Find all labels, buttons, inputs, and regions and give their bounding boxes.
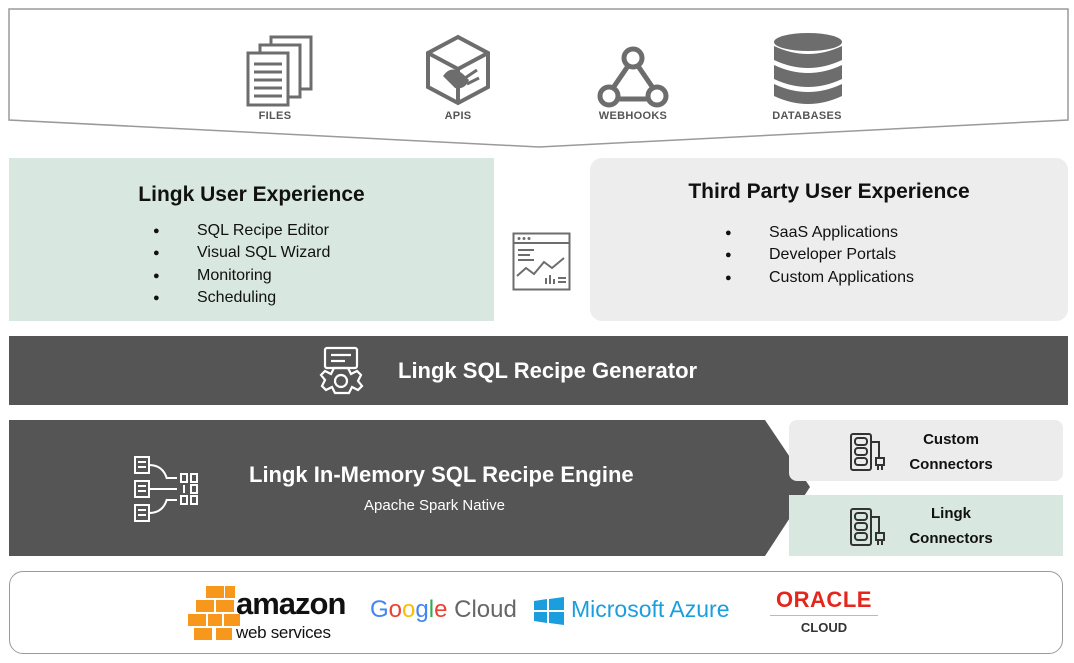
google-letter: G [370,596,389,623]
generator-title: Lingk SQL Recipe Generator [398,358,698,383]
oracle-sub: CLOUD [800,620,848,635]
oracle-divider [770,615,878,616]
connector-label: Lingk Connectors [889,501,1013,551]
lingk-connectors-box: Lingk Connectors [789,495,1063,556]
engine-arrow-shape [9,420,810,556]
oracle-word: ORACLE [776,587,872,612]
list-item: ● Custom Applications [725,267,914,289]
bullet: ● [153,225,160,237]
database-icon [774,33,842,104]
custom-connectors-box: Custom Connectors [789,420,1063,481]
feature-list: ● SaaS Applications ● Developer Portals ● C… [725,222,914,289]
google-letter: g [415,596,429,623]
oracle-cloud-logo: ORACLE CLOUD [762,587,886,637]
item-label: Scheduling [197,289,277,307]
sources-banner [8,8,1069,148]
list-item: ● Developer Portals [725,244,914,266]
plug-icon [850,433,885,471]
microsoft-azure-logo: Microsoft Azure [534,594,754,628]
item-label: Custom Applications [769,268,914,286]
bullet: ● [153,269,160,282]
source-apis: APIS [398,0,518,130]
connector-label-line: Connectors [909,456,993,473]
aws-logo: amazon web services [188,582,358,646]
engine-title: Lingk In-Memory SQL Recipe Engine [249,462,634,487]
aws-word: amazon [236,586,346,621]
source-label: APIS [444,110,472,122]
list-item: ● Visual SQL Wizard [153,242,331,264]
webhook-icon [597,46,669,108]
google-letter: o [402,596,416,623]
cloud-providers-box: amazon web services Google Cloud Microso… [9,571,1063,654]
bullet: ● [153,292,160,305]
windows-icon [534,597,564,625]
engine-subtitle: Apache Spark Native [364,497,505,514]
list-item: ● Scheduling [153,287,330,309]
source-label: FILES [258,110,292,122]
connector-label-line: Lingk [931,505,971,522]
files-icon [246,35,313,107]
item-label: SaaS Applications [769,224,898,241]
item-label: Developer Portals [769,246,897,264]
data-flow-icon [134,456,198,522]
lingk-user-experience-panel: Lingk User Experience ● SQL Recipe Editor… [9,158,494,321]
google-letter: o [388,596,403,623]
google-letter: e [434,596,448,623]
bullet: ● [153,247,160,260]
plug-icon [850,508,885,546]
source-databases: DATABASES [747,0,867,130]
google-cloud-word: Cloud [454,596,517,623]
aws-cubes-icon [188,586,240,640]
item-label: Monitoring [197,266,272,284]
gear-document-icon [319,346,364,395]
third-party-user-experience-panel: Third Party User Experience ● SaaS Applic… [590,158,1068,321]
list-item: ● SQL Recipe Editor [153,220,330,242]
recipe-generator-band: Lingk SQL Recipe Generator [9,336,1068,405]
bullet: ● [725,249,732,262]
source-webhooks: WEBHOOKS [573,0,693,130]
item-label: SQL Recipe Editor [197,222,329,239]
list-item: ● Monitoring [153,265,330,287]
panel-title: Third Party User Experience [688,180,970,203]
source-label: WEBHOOKS [598,110,668,122]
connector-label-line: Custom [923,431,979,448]
connector-label: Custom Connectors [889,427,1013,477]
bullet: ● [725,271,732,284]
panel-title: Lingk User Experience [138,183,365,206]
bullet: ● [725,227,732,239]
aws-sub: web services [236,623,331,642]
api-icon [426,34,490,106]
google-letter: l [428,596,435,623]
list-item: ● SaaS Applications [725,222,914,244]
azure-text: Microsoft Azure [571,596,730,622]
google-cloud-logo: Google Cloud [370,596,517,624]
feature-list: ● SQL Recipe Editor ● Visual SQL Wizard ● M… [153,220,331,310]
item-label: Visual SQL Wizard [197,244,331,262]
source-files: FILES [215,0,335,130]
source-label: DATABASES [772,110,842,122]
dashboard-icon [512,232,571,291]
connector-label-line: Connectors [909,530,993,547]
